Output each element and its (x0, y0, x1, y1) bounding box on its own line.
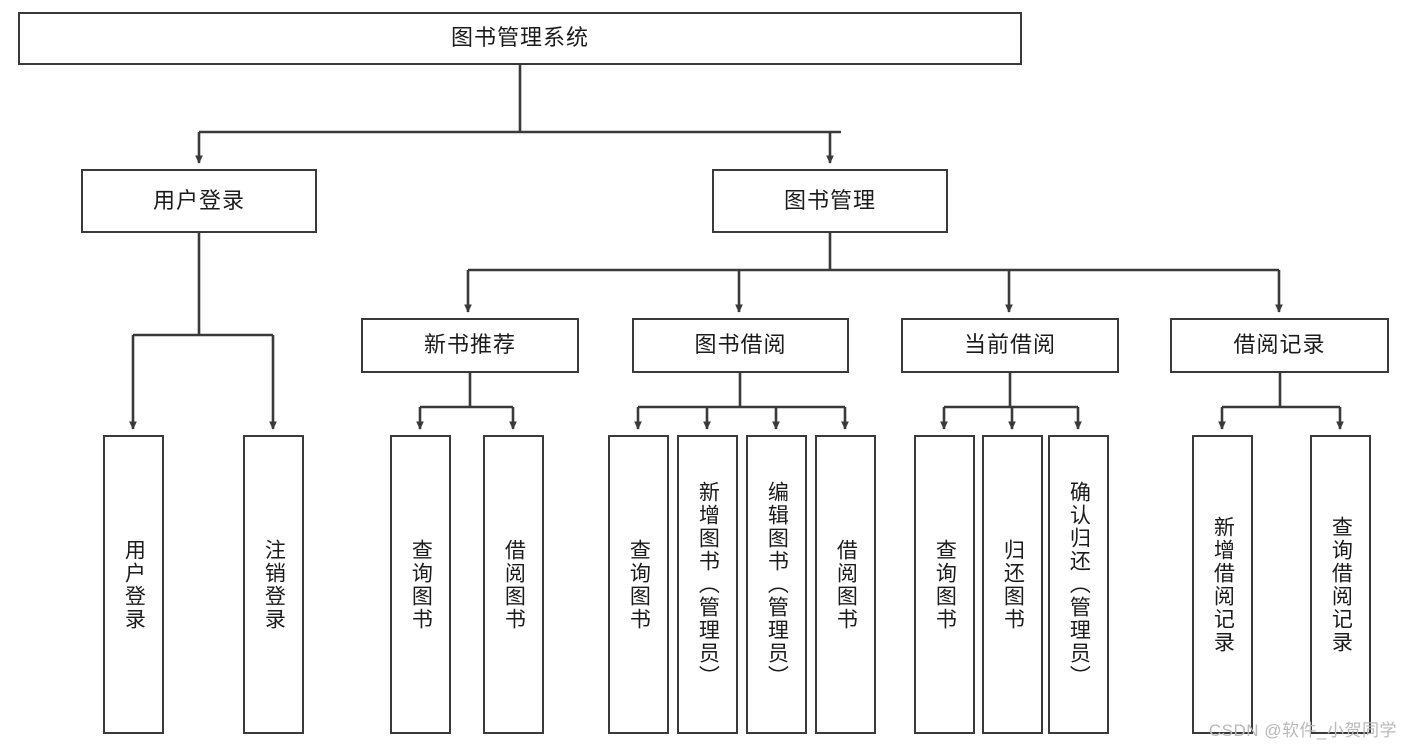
node-leaf-user-login[interactable]: 用户登录 (103, 435, 164, 734)
node-leaf-add-book-admin[interactable]: 新增图书（管理员） (677, 435, 738, 734)
node-current-borrow[interactable]: 当前借阅 (901, 318, 1119, 373)
node-user-login-label: 用户登录 (152, 187, 245, 213)
node-leaf-user-login-label: 用户登录 (122, 538, 146, 631)
node-leaf-logout[interactable]: 注销登录 (243, 435, 304, 734)
node-leaf-query-book-3[interactable]: 查询图书 (914, 435, 975, 734)
node-root[interactable]: 图书管理系统 (18, 12, 1022, 65)
node-book-manage-label: 图书管理 (783, 187, 876, 213)
node-leaf-query-book-2[interactable]: 查询图书 (608, 435, 669, 734)
node-leaf-confirm-return-admin[interactable]: 确认归还（管理员） (1048, 435, 1109, 734)
node-leaf-add-borrow-record-label: 新增借阅记录 (1211, 515, 1235, 654)
node-leaf-query-borrow-record-label: 查询借阅记录 (1329, 515, 1353, 654)
node-leaf-borrow-book-2-label: 借阅图书 (834, 538, 858, 631)
csdn-watermark: CSDN @软件_小贺同学 (1208, 721, 1397, 740)
node-leaf-logout-label: 注销登录 (262, 538, 286, 631)
node-current-borrow-label: 当前借阅 (963, 332, 1056, 358)
node-leaf-add-borrow-record[interactable]: 新增借阅记录 (1192, 435, 1253, 734)
node-leaf-confirm-return-admin-label: 确认归还（管理员） (1067, 481, 1091, 688)
node-book-borrow[interactable]: 图书借阅 (632, 318, 849, 373)
node-root-label: 图书管理系统 (450, 25, 589, 51)
node-leaf-borrow-book-1[interactable]: 借阅图书 (483, 435, 544, 734)
node-new-book-recommend[interactable]: 新书推荐 (361, 318, 579, 373)
node-borrow-record[interactable]: 借阅记录 (1170, 318, 1389, 373)
node-new-book-recommend-label: 新书推荐 (423, 332, 516, 358)
node-book-borrow-label: 图书借阅 (694, 332, 787, 358)
node-leaf-query-book-3-label: 查询图书 (933, 538, 957, 631)
node-leaf-return-book[interactable]: 归还图书 (982, 435, 1043, 734)
node-book-manage[interactable]: 图书管理 (712, 169, 948, 233)
node-leaf-borrow-book-1-label: 借阅图书 (502, 538, 526, 631)
node-leaf-query-book-1-label: 查询图书 (409, 538, 433, 631)
node-user-login[interactable]: 用户登录 (81, 169, 317, 233)
node-leaf-edit-book-admin[interactable]: 编辑图书（管理员） (746, 435, 807, 734)
node-leaf-borrow-book-2[interactable]: 借阅图书 (815, 435, 876, 734)
node-borrow-record-label: 借阅记录 (1233, 332, 1326, 358)
node-leaf-query-book-1[interactable]: 查询图书 (390, 435, 451, 734)
node-leaf-query-borrow-record[interactable]: 查询借阅记录 (1310, 435, 1371, 734)
node-leaf-add-book-admin-label: 新增图书（管理员） (696, 481, 720, 688)
node-leaf-return-book-label: 归还图书 (1001, 538, 1025, 631)
node-leaf-query-book-2-label: 查询图书 (627, 538, 651, 631)
node-leaf-edit-book-admin-label: 编辑图书（管理员） (765, 481, 789, 688)
